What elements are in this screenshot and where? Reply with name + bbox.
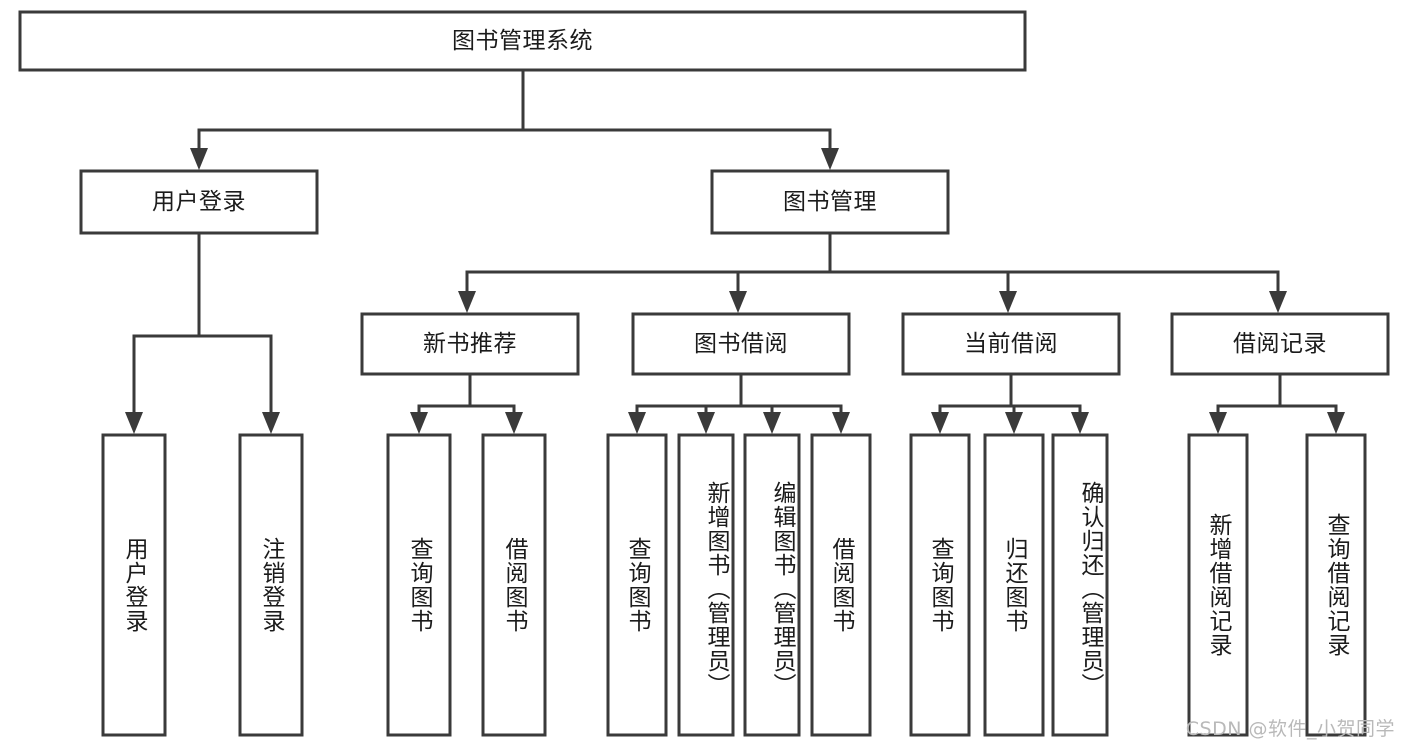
arrow-head-leaf-edit-book-admin xyxy=(763,412,781,434)
connector-borrowrecord-to-leaves xyxy=(1209,372,1345,434)
connector-bookmgmt-to-level3 xyxy=(458,231,1287,313)
box-group-level2 xyxy=(79,169,950,235)
box-group-leaves xyxy=(101,433,1367,737)
node-box-leaf-confirm-return-admin[interactable] xyxy=(1051,433,1109,737)
node-box-leaf-add-book-admin[interactable] xyxy=(677,433,735,737)
node-box-leaf-logout[interactable] xyxy=(238,433,304,737)
arrow-head-leaf-user-login xyxy=(125,412,143,434)
connector-bookborrow-to-leaves xyxy=(628,372,850,434)
arrow-head-leaf-logout xyxy=(262,412,280,434)
arrow-head-leaf-add-borrow-record xyxy=(1209,412,1227,434)
node-box-leaf-borrow-book[interactable] xyxy=(810,433,872,737)
arrow-head-leaf-query-borrow-record xyxy=(1327,412,1345,434)
arrow-head-book-borrow xyxy=(729,291,747,313)
node-box-leaf-query-borrow-record[interactable] xyxy=(1305,433,1367,737)
node-box-leaf-query-book-borrow[interactable] xyxy=(606,433,668,737)
connector-root-to-level2 xyxy=(190,68,839,170)
node-box-new-book-recommend[interactable] xyxy=(360,312,580,376)
arrow-head-user-login xyxy=(190,148,208,170)
arrow-head-leaf-add-book-admin xyxy=(697,412,715,434)
arrow-head-leaf-return-book xyxy=(1005,412,1023,434)
arrow-head-leaf-borrow-book-rec xyxy=(505,412,523,434)
node-box-leaf-borrow-book-rec[interactable] xyxy=(481,433,547,737)
node-box-book-management[interactable] xyxy=(710,169,950,235)
connector-newbook-to-leaves xyxy=(410,372,523,434)
node-box-leaf-return-book[interactable] xyxy=(983,433,1045,737)
node-box-root[interactable] xyxy=(18,10,1027,72)
box-group-level3 xyxy=(360,312,1390,376)
box-group-root xyxy=(18,10,1027,72)
node-box-current-borrow[interactable] xyxy=(901,312,1121,376)
node-box-leaf-user-login[interactable] xyxy=(101,433,167,737)
arrow-head-borrow-record xyxy=(1269,291,1287,313)
node-box-leaf-edit-book-admin[interactable] xyxy=(743,433,801,737)
arrow-head-leaf-borrow-book xyxy=(832,412,850,434)
node-box-leaf-add-borrow-record[interactable] xyxy=(1187,433,1249,737)
arrow-head-book-management xyxy=(821,148,839,170)
arrow-head-leaf-query-book-current xyxy=(931,412,949,434)
arrow-head-leaf-query-book-rec xyxy=(410,412,428,434)
node-box-leaf-query-book-current[interactable] xyxy=(909,433,971,737)
arrow-head-new-book-recommend xyxy=(458,291,476,313)
arrow-head-leaf-confirm-return-admin xyxy=(1071,412,1089,434)
node-box-leaf-query-book-rec[interactable] xyxy=(386,433,452,737)
arrow-head-leaf-query-book-borrow xyxy=(628,412,646,434)
connector-userlogin-to-leaves xyxy=(125,231,280,434)
arrow-head-current-borrow xyxy=(999,291,1017,313)
node-box-borrow-record[interactable] xyxy=(1170,312,1390,376)
node-box-user-login[interactable] xyxy=(79,169,319,235)
connector-currentborrow-to-leaves xyxy=(931,372,1089,434)
node-box-book-borrow[interactable] xyxy=(631,312,851,376)
